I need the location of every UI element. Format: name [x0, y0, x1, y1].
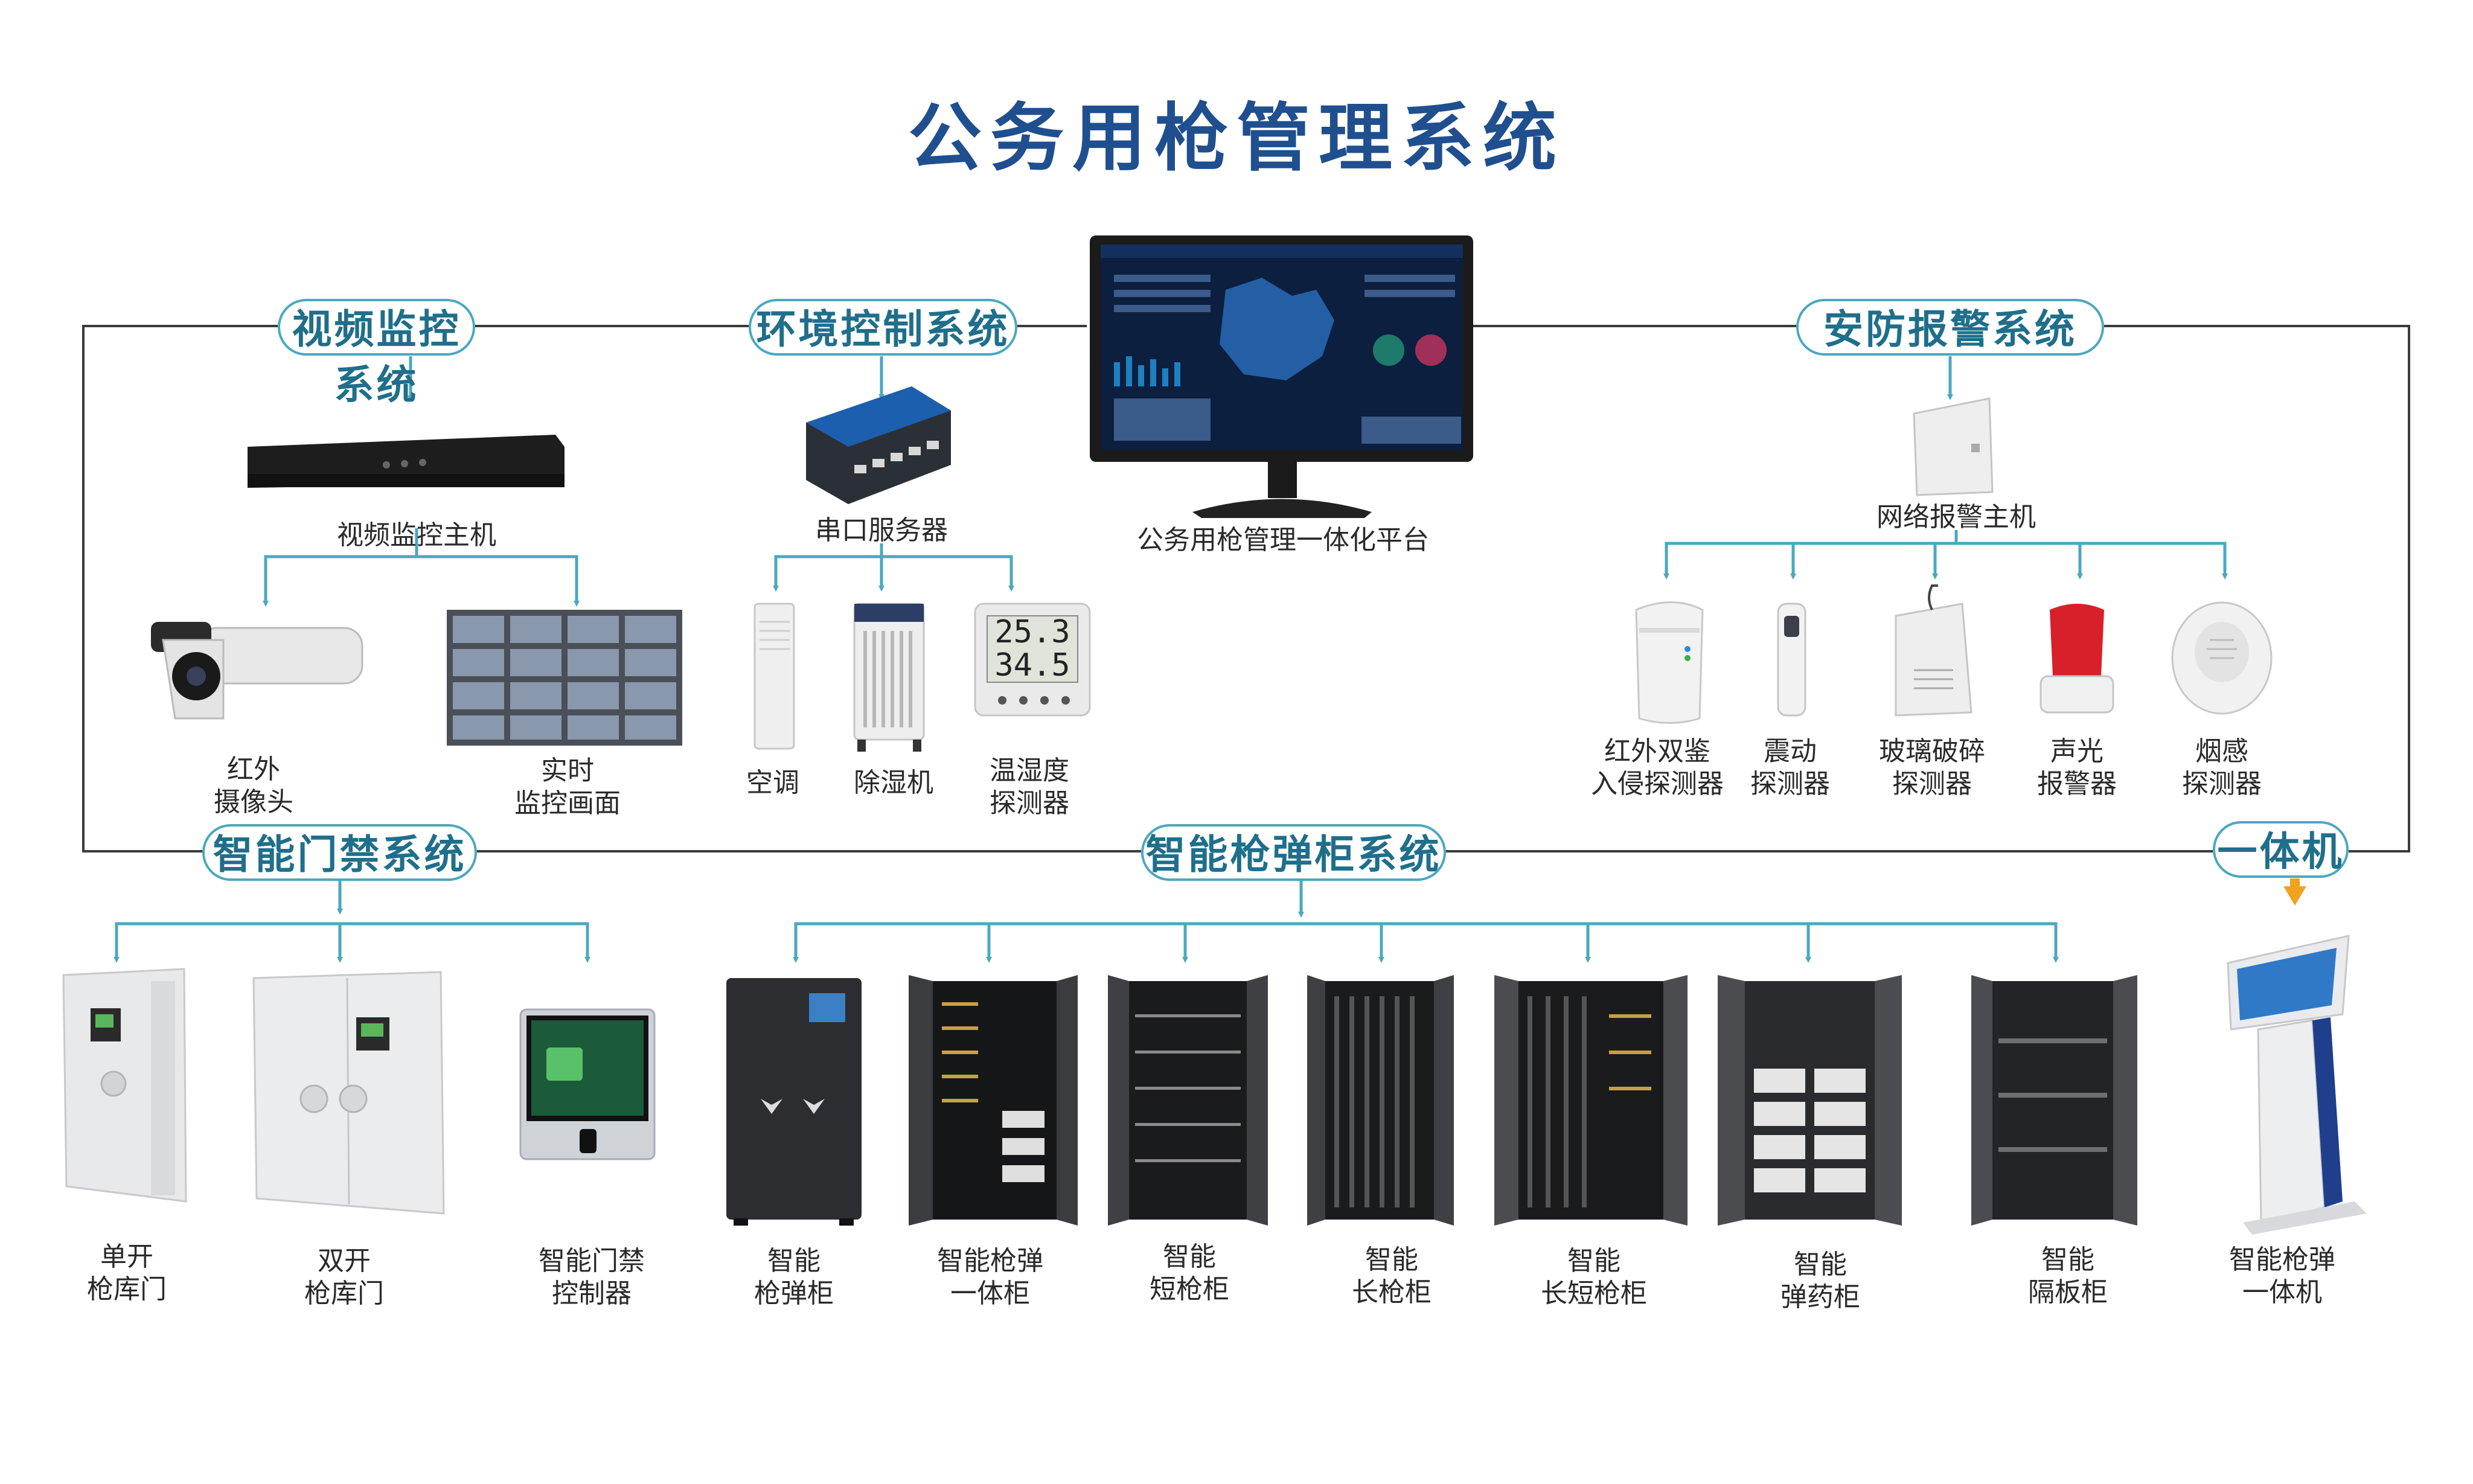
- vibration-label: 震动探测器: [1750, 737, 1830, 799]
- cabinet-3-icon: [1108, 975, 1268, 1226]
- page-title: 公务用枪管理系统: [908, 97, 1565, 179]
- glass-break-icon: [1895, 584, 1972, 717]
- flow-arrows: [114, 356, 2228, 963]
- thermometer-icon: [974, 603, 1091, 717]
- pir-detector-icon: [1635, 601, 1704, 724]
- thermo-reading-2: 34.5: [994, 647, 1070, 683]
- pill-security-system: 安防报警系统: [1796, 299, 2104, 356]
- cabinet-2-label: 智能枪弹一体柜: [937, 1246, 1043, 1308]
- pill-video-system: 视频监控系统: [278, 299, 475, 407]
- platform-label: 公务用枪管理一体化平台: [1137, 525, 1429, 555]
- cabinet-3-label: 智能短枪柜: [1150, 1242, 1229, 1304]
- cabinet-1-icon: [726, 978, 862, 1226]
- pill-kiosk: 一体机: [2213, 821, 2349, 878]
- aircon-label: 空调: [746, 768, 799, 798]
- thermo-label: 温湿度探测器: [990, 756, 1069, 818]
- single-door-label: 单开枪库门: [87, 1242, 167, 1304]
- access-controller-icon: [519, 1008, 656, 1160]
- dehumidifier-label: 除湿机: [854, 768, 933, 798]
- cabinet-7-label: 智能隔板柜: [2028, 1245, 2108, 1307]
- pill-cabinet-system: 智能枪弹柜系统: [1141, 824, 1446, 881]
- alarm-host-label: 网络报警主机: [1876, 502, 2036, 532]
- video-host-icon: [248, 435, 565, 488]
- single-door-icon: [62, 968, 187, 1203]
- double-door-icon: [252, 971, 445, 1215]
- vibration-detector-icon: [1777, 603, 1806, 717]
- camera-icon: [151, 622, 363, 720]
- monitor-wall-icon: [447, 610, 682, 746]
- aircon-icon: [753, 603, 795, 750]
- cabinet-2-icon: [909, 975, 1078, 1226]
- kiosk-arrow: [2283, 886, 2306, 906]
- controller-label: 智能门禁控制器: [539, 1246, 645, 1308]
- cabinet-7-icon: [1971, 975, 2137, 1226]
- kiosk-icon: [2227, 935, 2367, 1235]
- dehumidifier-icon: [853, 603, 925, 752]
- camera-label: 红外摄像头: [214, 755, 293, 817]
- cabinet-5-icon: [1494, 975, 1688, 1226]
- smoke-detector-icon: [2171, 601, 2273, 715]
- pill-environment-system: 环境控制系统: [749, 299, 1017, 356]
- serial-server-icon: [806, 386, 951, 504]
- smoke-label: 烟感探测器: [2182, 737, 2262, 799]
- glass-label: 玻璃破碎探测器: [1879, 737, 1985, 799]
- screen-label: 实时监控画面: [514, 756, 621, 818]
- siren-icon: [2040, 604, 2114, 714]
- frame-line: [82, 325, 2410, 852]
- alarm-host-icon: [1913, 397, 1994, 496]
- pill-access-system: 智能门禁系统: [202, 824, 477, 881]
- cabinet-5-label: 智能长短枪柜: [1541, 1246, 1647, 1308]
- serial-server-label: 串口服务器: [815, 516, 948, 545]
- cabinet-1-label: 智能枪弹柜: [754, 1246, 834, 1308]
- pir-label: 红外双鉴入侵探测器: [1591, 737, 1724, 799]
- siren-label: 声光报警器: [2037, 737, 2117, 799]
- cabinet-4-label: 智能长枪柜: [1352, 1245, 1432, 1307]
- video-host-label: 视频监控主机: [337, 520, 496, 550]
- double-door-label: 双开枪库门: [304, 1246, 384, 1308]
- cabinet-4-icon: [1307, 975, 1454, 1226]
- cabinet-6-label: 智能弹药柜: [1780, 1250, 1860, 1312]
- platform-monitor: [1090, 235, 1473, 518]
- kiosk-label: 智能枪弹一体机: [2229, 1245, 2335, 1307]
- thermo-reading-1: 25.3: [994, 614, 1070, 650]
- cabinet-6-icon: [1718, 975, 1902, 1226]
